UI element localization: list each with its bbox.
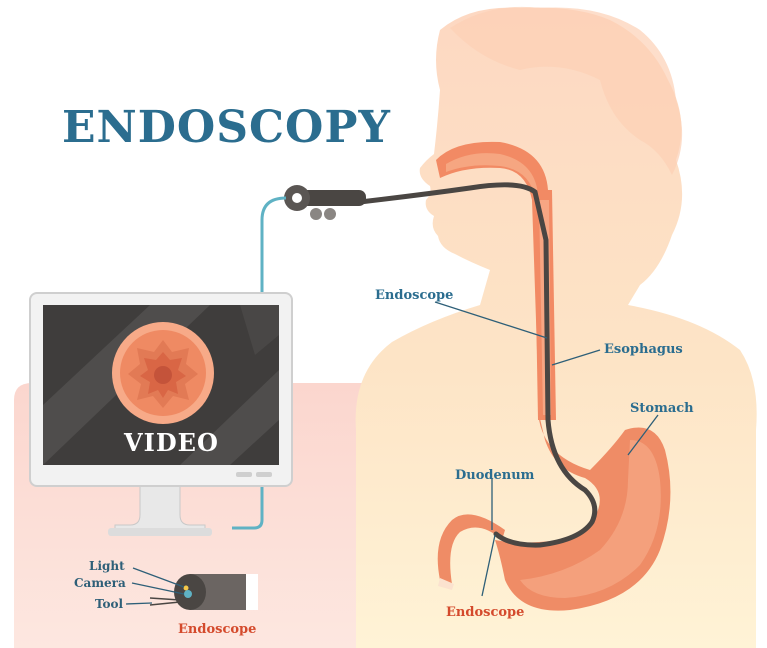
label-stomach: Stomach bbox=[630, 401, 694, 416]
label-tool: Tool bbox=[95, 597, 123, 611]
page-title: ENDOSCOPY bbox=[62, 102, 391, 153]
label-camera: Camera bbox=[74, 576, 126, 590]
label-duodenum: Duodenum bbox=[455, 468, 534, 483]
label-tip-caption: Endoscope bbox=[178, 622, 256, 637]
label-esophagus: Esophagus bbox=[604, 342, 683, 357]
label-endoscope-top: Endoscope bbox=[375, 288, 453, 303]
label-light: Light bbox=[89, 559, 125, 573]
monitor-screen-text: VIDEO bbox=[124, 428, 219, 457]
endoscopic-view bbox=[112, 322, 214, 424]
endoscope-handle bbox=[284, 185, 366, 220]
video-cable bbox=[262, 198, 286, 295]
label-endoscope-bottom: Endoscope bbox=[446, 605, 524, 620]
